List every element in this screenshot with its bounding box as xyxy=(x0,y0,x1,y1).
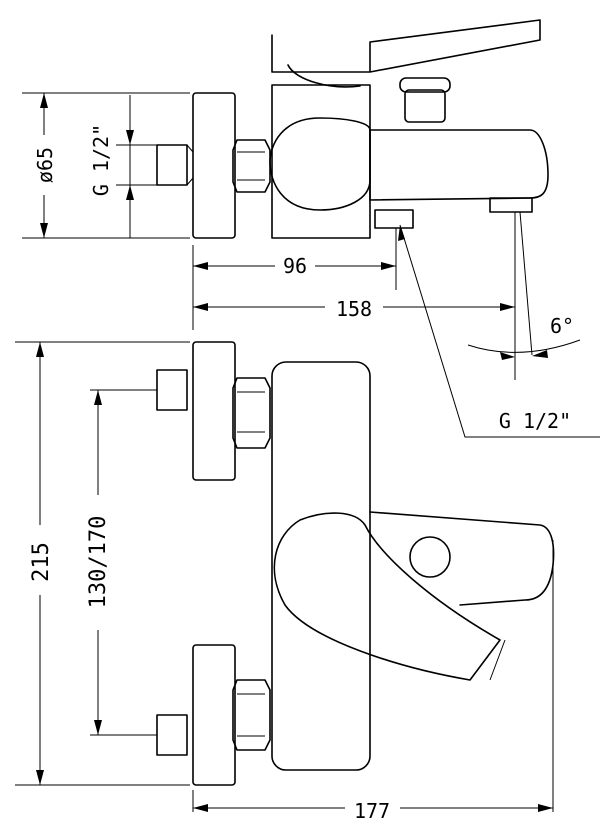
label-diameter: ø65 xyxy=(33,147,57,183)
side-view xyxy=(22,19,600,438)
wall-flange-upper xyxy=(192,341,236,481)
shower-outlet xyxy=(374,209,414,229)
mixer-body-front xyxy=(271,361,371,771)
cartridge xyxy=(269,117,371,211)
hex-nut-upper xyxy=(232,377,271,449)
lever-front xyxy=(273,512,501,681)
inlet-pipe-top xyxy=(156,144,188,186)
spout-top xyxy=(369,129,549,201)
label-angle: 6° xyxy=(550,314,574,338)
inlet-pipe-lower xyxy=(156,714,188,756)
label-96: 96 xyxy=(283,254,307,278)
label-thread-outlet: G 1/2" xyxy=(499,409,571,433)
aerator xyxy=(489,197,533,213)
hex-nut-lower xyxy=(232,679,271,751)
diverter-knob-front xyxy=(409,536,451,578)
wall-flange-lower xyxy=(192,644,236,786)
label-177: 177 xyxy=(354,799,390,823)
inlet-pipe-upper xyxy=(156,369,188,411)
diverter-knob-top xyxy=(404,89,446,123)
wall-flange-top xyxy=(192,92,236,239)
label-215: 215 xyxy=(29,542,54,582)
hex-nut-top xyxy=(232,139,271,193)
mixer-body-top xyxy=(271,84,371,239)
spout-front xyxy=(369,511,555,606)
label-158: 158 xyxy=(336,297,372,321)
label-130-170: 130/170 xyxy=(86,516,111,609)
front-view xyxy=(15,341,555,812)
label-thread-inlet: G 1/2" xyxy=(89,124,113,196)
lever-top xyxy=(271,19,541,73)
